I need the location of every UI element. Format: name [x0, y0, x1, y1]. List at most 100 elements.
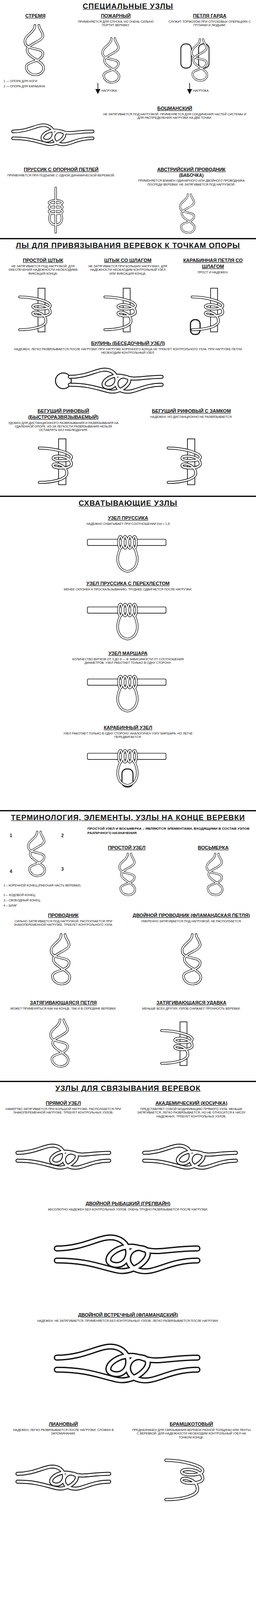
rope-part	[161, 1030, 193, 1064]
knot-name: ПРУССИК С ОПОРНОЙ ПЕТЛЕЙ	[5, 166, 118, 173]
knot-panel: ЗАТЯГИВАЮЩАЯСЯ УДАВКАМЕНЬШЕ ВСЕХ ДРУГИХ …	[131, 999, 252, 1013]
callout-number: 4	[7, 869, 14, 875]
knot-description: ПРИМЕНЯЕТСЯ ДЛЯ СПУСКА, НО ОЧЕНЬ СИЛЬНО …	[72, 20, 159, 28]
knot-name: ПРОВОДНИК	[5, 913, 122, 920]
knot-description: НЕ ЗАТЯГИВАЕТСЯ ПРИ БОЛЬШИХ НАГРУЗКАХ. Д…	[88, 264, 168, 276]
rope-part	[180, 44, 192, 69]
knot-panel: УЗЕЛ ПРУССИКА С ПЕРЕХЛЕСТОММЕНЕЕ СКЛОНЕН…	[61, 580, 195, 593]
rope-part	[39, 448, 72, 483]
knot-panel: ДВОЙНОЙ РЫБАЦКИЙ (ГРЕПВАЙН)АБСОЛЮТНО НАД…	[4, 1200, 252, 1214]
rope-part	[104, 297, 136, 330]
section-band: ЛЫ ДЛЯ ПРИВЯЗЫВАНИЯ ВЕРЕВОК К ТОЧКАМ ОПО…	[0, 238, 256, 496]
rope-part	[56, 1238, 198, 1273]
rope-part	[51, 934, 70, 985]
callout-number: 2	[59, 833, 66, 839]
callout-text: 1 – КОРЕННОЙ КОНЕЦ (РАБОЧАЯ ЧАСТЬ ВЕРЕВК…	[3, 884, 87, 888]
rope-part	[144, 1145, 236, 1169]
knot-drawing	[180, 39, 210, 81]
knot-panel: ПРУССИК С ОПОРНОЙ ПЕТЛЕЙПРИМЕНЯЕТСЯ ПРИ …	[4, 166, 118, 179]
callout-text: 1 — ОПОРА ДЛЯ НОГИ	[3, 79, 70, 84]
rope-part	[24, 25, 44, 75]
rope-part	[102, 38, 120, 83]
knot-description: ПРОСТ И НАДЕЖЕН.	[173, 270, 253, 275]
knot-description: СИЛЬНО ЗАТЯГИВАЕТСЯ ПОД НАГРУЗКОЙ. РАСПО…	[5, 920, 122, 928]
rope-part	[182, 934, 201, 985]
knot-panel: ДВОЙНОЙ ПРОВОДНИК (ФЛАМАНДСКАЯ ПЕТЛЯ)УМЕ…	[131, 912, 252, 925]
knot-name: ДВОЙНОЙ ПРОВОДНИК (ФЛАМАНДСКАЯ ПЕТЛЯ)	[131, 913, 251, 920]
knot-name: ДВОЙНОЙ РЫБАЦКИЙ (ГРЕПВАЙН)	[5, 1201, 251, 1208]
knot-drawing	[48, 187, 63, 233]
section-heading: ЛЫ ДЛЯ ПРИВЯЗЫВАНИЯ ВЕРЕВОК К ТОЧКАМ ОПО…	[0, 241, 256, 251]
knot-description: НАДЕЖЕН. НЕ ЗАТЯГИВАЕТСЯ. ПРИМЕНЯЕТСЯ БЕ…	[5, 1319, 251, 1324]
rope-part	[117, 676, 138, 712]
section-heading: СХВАТЫВАЮЩИЕ УЗЛЫ	[0, 498, 256, 509]
knot-drawing	[144, 1145, 236, 1169]
knot-name: ДВОЙНОЙ ВСТРЕЧНЫЙ (ФЛАМАНДСКИЙ)	[5, 1312, 251, 1319]
knot-drawing	[166, 1460, 203, 1501]
knot-name: БОЦМАНСКИЙ	[101, 105, 249, 112]
rope-part	[117, 604, 138, 640]
rope-part	[117, 750, 138, 786]
knot-name: ПОЖАРНЫЙ	[72, 13, 159, 20]
section-band: ТЕРМИНОЛОГИЯ, ЭЛЕМЕНТЫ, УЗЛЫ НА КОНЦЕ ВЕ…	[0, 810, 256, 1082]
knot-description: МОЖЕТ ПРИМЕНЯТЬСЯ КАК НА КОНЦЕ, ТАК И В …	[5, 1007, 122, 1011]
rope-part	[192, 297, 223, 330]
rope-part	[191, 39, 208, 81]
knot-subname: (БАБОЧКА)	[131, 172, 251, 179]
rope-part	[51, 934, 70, 985]
rope-part	[166, 1460, 203, 1501]
knot-name: ЛИАНОВЫЙ	[5, 1421, 122, 1429]
rope-part	[17, 1466, 110, 1490]
knot-panel: ПРЯМОЙ УЗЕЛНАМЕРТВО ЗАТЯГИВАЕТСЯ ПРИ БОЛ…	[4, 1100, 123, 1117]
rope-part	[56, 1347, 198, 1382]
knot-name: АКАДЕМИЧЕСКИЙ (КОСИЧКА)	[131, 1100, 251, 1108]
knot-name: ПЕТЛЯ ГАРДА	[166, 13, 253, 20]
knot-description: НЕ ЗАТЯГИВАЕТСЯ ПОД НАГРУЗКОЙ. ДЛЯ ОБЕСП…	[3, 264, 83, 276]
knot-panel: БРАМШКОТОВЫЙПРЕДНАЗНАЧЕН ДЛЯ СВЯЗЫВАНИЯ …	[131, 1421, 252, 1441]
knot-panel: КАРАБИННЫЙ УЗЕЛУЗЕЛ РАБОТАЕТ ТОЛЬКО В ОД…	[61, 724, 195, 741]
knot-description: АБСОЛЮТНО НАДЕЖЕН БЕЗ КОНТРОЛЬНЫХ УЗЛОВ.…	[5, 1208, 251, 1212]
knot-panel: БОЦМАНСКИЙНЕ ЗАТЯГИВАЕТСЯ ПОД НАГРУЗКОЙ.…	[100, 104, 250, 122]
callout-text: НАГРУЗКА	[101, 89, 137, 93]
rope-part	[17, 1466, 110, 1490]
knot-name: ЗАТЯГИВАЮЩАЯСЯ УДАВКА	[131, 1000, 251, 1007]
knot-description: НАДЕЖЕН, ЛЕГКО РАЗВЯЗЫВАЕТСЯ ПОСЛЕ НАГРУ…	[5, 1428, 122, 1437]
knot-drawing	[190, 288, 223, 335]
knot-description: КОЛИЧЕСТВО ВИТКОВ ОТ 3 ДО 6 — В ЗАВИСИМО…	[62, 657, 194, 666]
knot-description: НЕ ЗАТЯГИВАЕТСЯ ПОД НАГРУЗКОЙ. ПРИМЕНЯЕТ…	[101, 112, 249, 121]
knot-panel: ПРОСТОЙ ШТЫКНЕ ЗАТЯГИВАЕТСЯ ПОД НАГРУЗКО…	[2, 256, 84, 277]
knot-description: МЕНЬШЕ ВСЕХ ДРУГИХ УЗЛОВ СНИЖАЕТ ПРОЧНОС…	[131, 1007, 251, 1011]
knot-description: УДОБЕН ДЛЯ ДИСТАНЦИОННОГО РАЗВЯЗЫВАНИЯ И…	[5, 421, 122, 433]
rope-part	[166, 1460, 203, 1501]
knot-name: БРАМШКОТОВЫЙ	[131, 1421, 251, 1429]
knot-panel: УЗЕЛ ПРУССИКАНАДЕЖНО СХВАТЫВАЕТ ПРИ СООТ…	[61, 514, 195, 528]
knot-panel: БЕГУЩИЙ РИФОВЫЙ (БЫСТРОРАЗВЯЗЫВАЕМЫЙ)УДО…	[4, 407, 123, 434]
knot-drawing	[19, 288, 51, 333]
section-band: СПЕЦИАЛЬНЫЕ УЗЛЫСТРЕМЯПОЖАРНЫЙПРИМЕНЯЕТС…	[0, 0, 256, 239]
knot-panel: ШТЫК СО ШЛАГОМНЕ ЗАТЯГИВАЕТСЯ ПРИ БОЛЬШИ…	[87, 256, 169, 277]
knot-description: ПРИМЕНЯЕТСЯ ПРИ ПОДЪЕМЕ С ОДНОЙ ДИНАМИЧЕ…	[5, 173, 118, 178]
rope-part	[50, 1020, 69, 1067]
knot-drawing	[179, 194, 195, 233]
rope-part	[117, 536, 138, 572]
rope-part	[182, 934, 201, 985]
rope-part	[48, 187, 63, 233]
knot-description: УМЕРЕННО ЗАТЯГИВАЕТСЯ ПОД НАГРУЗКОЙ, НЕ …	[131, 920, 251, 924]
rope-part	[119, 854, 135, 896]
knot-name: БУЛИНЬ (БЕСЕДОЧНЫЙ УЗЕЛ)	[5, 340, 251, 347]
callout-number: 3	[59, 867, 66, 872]
knot-drawing	[13, 125, 93, 145]
rope-part	[13, 125, 93, 145]
rope-part	[102, 38, 120, 83]
knot-name: ПРОСТОЙ УЗЕЛ	[88, 845, 166, 852]
knot-drawing	[87, 676, 167, 712]
knot-drawing	[24, 25, 44, 75]
knot-drawing	[55, 369, 162, 392]
knot-panel: ПОЖАРНЫЙПРИМЕНЯЕТСЯ ДЛЯ СПУСКА, НО ОЧЕНЬ…	[72, 12, 160, 29]
rope-part	[56, 1238, 198, 1273]
knot-drawing	[17, 1145, 110, 1169]
knot-name: ЗАТЯГИВАЮЩАЯСЯ ПЕТЛЯ	[5, 1000, 122, 1007]
rope-part	[39, 448, 72, 483]
knot-panel: ЛИАНОВЫЙНАДЕЖЕН, ЛЕГКО РАЗВЯЗЫВАЕТСЯ ПОС…	[4, 1421, 123, 1438]
